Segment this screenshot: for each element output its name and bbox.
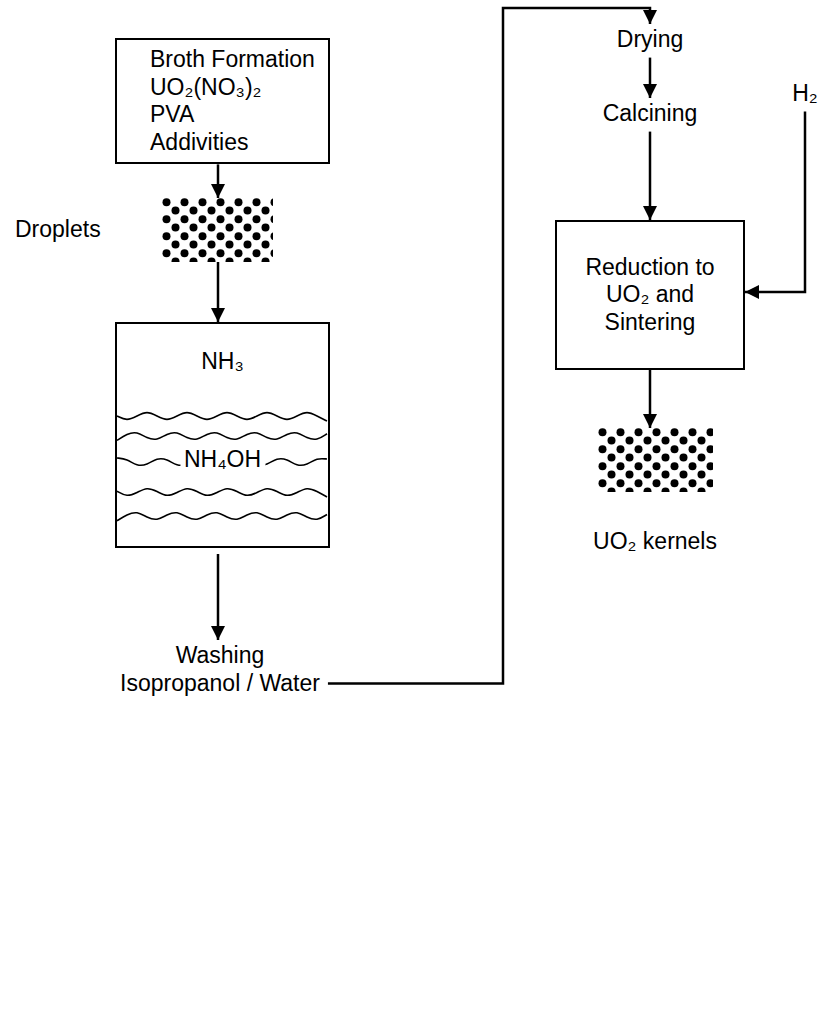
node-label: Droplets bbox=[15, 216, 101, 244]
node-label: Washing bbox=[120, 642, 320, 670]
ammonia-vessel: NH₃ NH₄OH bbox=[115, 322, 330, 548]
flow-arrow bbox=[217, 164, 220, 198]
node-label: NH₃ bbox=[197, 348, 248, 376]
node-label: Drying bbox=[617, 26, 683, 54]
dot-fill bbox=[162, 198, 273, 262]
flow-arrow bbox=[745, 112, 805, 292]
droplet-pattern bbox=[162, 198, 273, 262]
node-label: Calcining bbox=[603, 100, 698, 128]
node-sublabel: Isopropanol / Water bbox=[120, 670, 320, 698]
flow-arrow bbox=[649, 370, 652, 428]
flow-arrow bbox=[649, 132, 652, 220]
kernel-pattern bbox=[598, 428, 713, 492]
process-step: WashingIsopropanol / Water bbox=[114, 640, 326, 699]
node-label: Reduction to UO₂ and Sintering bbox=[584, 254, 716, 337]
wave-line bbox=[117, 489, 327, 497]
flow-arrow bbox=[649, 58, 652, 98]
node-label: UO₂ kernels bbox=[589, 528, 721, 556]
process-box: Reduction to UO₂ and Sintering bbox=[555, 220, 745, 370]
node-sublabel: NH₄OH bbox=[180, 446, 265, 474]
flow-arrow bbox=[217, 554, 220, 640]
wave-line bbox=[117, 413, 327, 421]
wave-line bbox=[117, 513, 327, 521]
droplet-sample: Droplets bbox=[15, 198, 275, 262]
node-sublabel: UO₂(NO₃)₂ bbox=[150, 74, 316, 102]
process-box: Broth FormationUO₂(NO₃)₂PVAAddivities bbox=[115, 38, 330, 164]
node-sublabel: PVA bbox=[150, 101, 316, 129]
flow-arrow bbox=[217, 262, 220, 322]
process-step: Calcining bbox=[597, 98, 704, 130]
wave-line bbox=[117, 433, 327, 441]
node-label: Broth Formation bbox=[150, 46, 316, 74]
gas-input: H₂ bbox=[786, 78, 824, 110]
node-sublabel: Addivities bbox=[150, 129, 316, 157]
process-step: Drying bbox=[611, 24, 689, 56]
node-label: H₂ bbox=[792, 80, 818, 108]
dot-fill bbox=[598, 428, 713, 492]
kernel-product: UO₂ kernels bbox=[570, 428, 740, 568]
